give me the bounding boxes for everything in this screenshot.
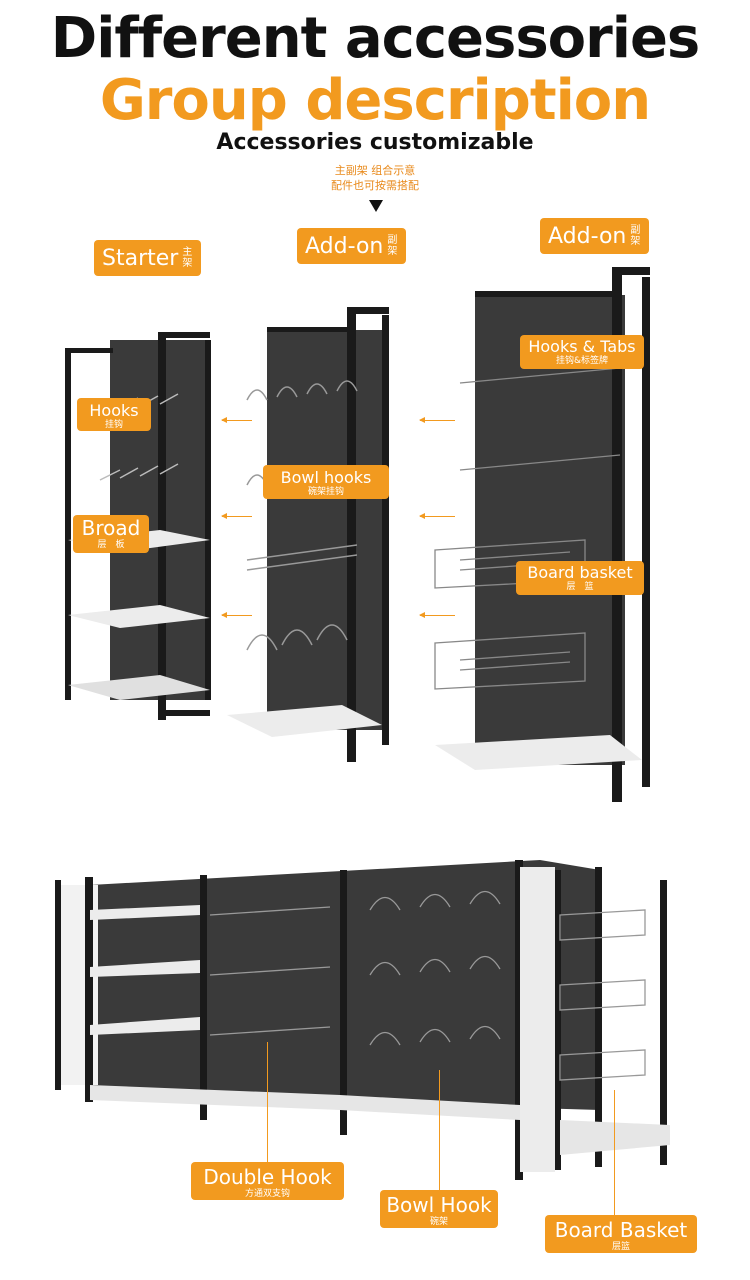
addon2-label: Add-on xyxy=(548,223,627,249)
title-line2: Group description xyxy=(99,68,651,133)
arrow-left-icon xyxy=(419,417,455,423)
subtitle: Accessories customizable xyxy=(216,130,534,155)
title-line1: Different accessories xyxy=(50,6,701,71)
addon1-tag: Add-on 副架 xyxy=(297,228,407,264)
addon1-label: Add-on xyxy=(305,233,384,259)
addon1-shelf-illustration xyxy=(227,307,389,762)
callout-line xyxy=(439,1070,440,1190)
callout-line xyxy=(614,1090,615,1215)
starter-label: Starter xyxy=(102,245,179,271)
arrow-left-icon xyxy=(221,417,252,423)
cn-note-2: 配件也可按需搭配 xyxy=(331,179,419,192)
starter-cn: 主架 xyxy=(182,247,193,269)
starter-tag: Starter 主架 xyxy=(94,240,202,276)
combined-shelf-illustration xyxy=(55,860,670,1180)
addon2-shelf-illustration xyxy=(434,267,650,802)
arrow-left-icon xyxy=(419,612,455,618)
addon1-cn: 副架 xyxy=(387,235,398,257)
arrow-left-icon xyxy=(221,612,252,618)
addon2-cn: 副架 xyxy=(630,225,641,247)
arrow-left-icon xyxy=(419,513,455,519)
addon2-tag: Add-on 副架 xyxy=(540,218,650,254)
callout-line xyxy=(267,1042,268,1162)
cn-note-1: 主副架 组合示意 xyxy=(334,164,416,177)
arrow-left-icon xyxy=(221,513,252,519)
down-arrow-icon xyxy=(369,200,383,212)
